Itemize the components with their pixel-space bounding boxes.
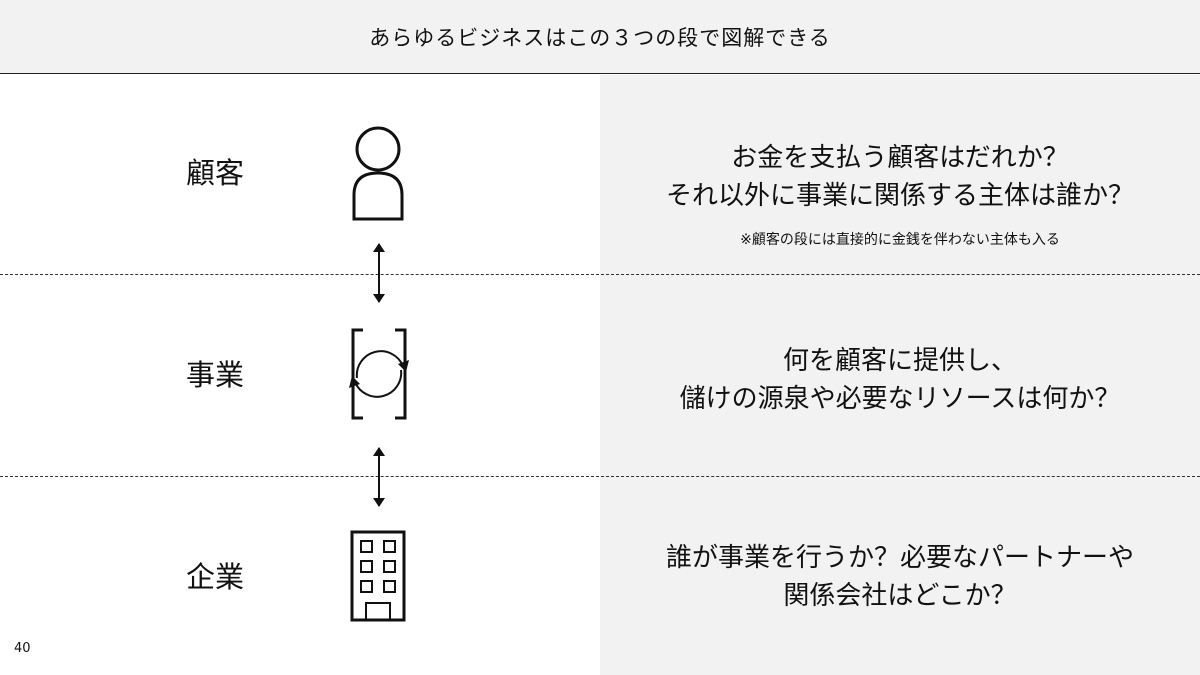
row-label-company: 企業 [185, 560, 244, 594]
row-question-company: 誰が事業を行うか？必要なパートナーや 関係会社はどこか？ [600, 539, 1200, 615]
row-question-company-line-1: 誰が事業を行うか？必要なパートナーや [665, 543, 1134, 573]
page-title: あらゆるビジネスはこの３つの段で図解できる [369, 25, 831, 50]
row-question-customer: お金を支払う顧客はだれか？ それ以外に事業に関係する主体は誰か？ [600, 139, 1200, 215]
row-question-customer-line-2: それ以外に事業に関係する主体は誰か？ [665, 181, 1134, 211]
divider-1 [0, 274, 1200, 275]
row-question-business-line-2: 儲けの源泉や必要なリソースは何か？ [679, 384, 1121, 414]
description-panel [600, 75, 1200, 675]
divider-2 [0, 476, 1200, 477]
row-note-customer: ※顧客の段には直接的に金銭を伴わない主体も入る [740, 232, 1060, 248]
row-question-company-line-2: 関係会社はどこか？ [783, 581, 1017, 611]
page-number: 40 [14, 641, 31, 656]
row-question-business-line-1: 何を顧客に提供し、 [782, 346, 1017, 376]
row-label-business: 事業 [185, 358, 244, 392]
cycle-icon [349, 328, 409, 420]
person-icon [352, 126, 404, 221]
row-label-customer: 顧客 [185, 156, 244, 190]
row-question-customer-line-1: お金を支払う顧客はだれか？ [731, 143, 1069, 173]
header-bar: あらゆるビジネスはこの３つの段で図解できる [0, 0, 1200, 74]
double-arrow-icon [373, 447, 385, 507]
double-arrow-icon [373, 243, 385, 303]
row-question-business: 何を顧客に提供し、 儲けの源泉や必要なリソースは何か？ [600, 342, 1200, 418]
building-icon [350, 530, 406, 622]
